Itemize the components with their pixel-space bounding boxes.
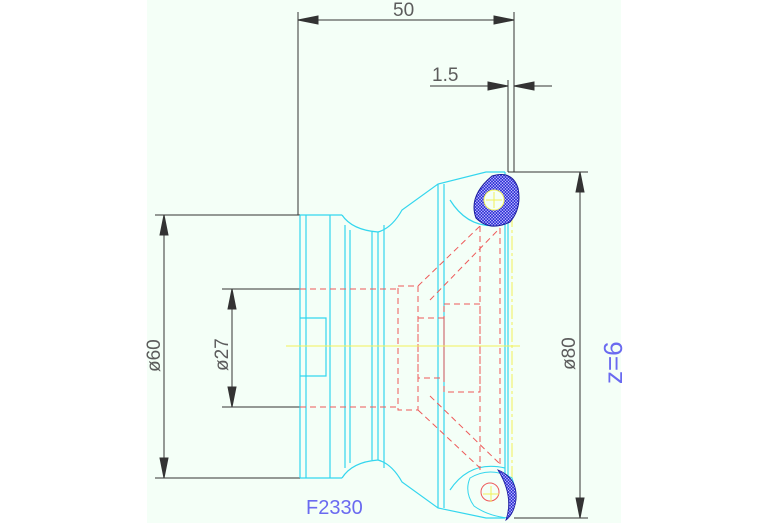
dimension-overall-length (297, 12, 515, 215)
dim-hub-label: ø60 (144, 339, 165, 372)
center-lines (286, 190, 520, 512)
insert-top (473, 174, 520, 227)
insert-bottom (467, 469, 517, 522)
dimension-bore-diameter (222, 288, 300, 408)
dimension-hub-diameter (155, 214, 300, 479)
dim-overall-length-label: 50 (393, 0, 414, 21)
dim-offset-label: 1.5 (432, 65, 458, 86)
dimension-offset (430, 80, 588, 173)
part-code-label: F2330 (306, 497, 363, 519)
dim-cutter-label: ø80 (559, 337, 580, 370)
dimension-cutter-diameter (514, 171, 588, 519)
dim-bore-label: ø27 (212, 338, 233, 371)
insert-count-label: z=6 (598, 341, 628, 384)
hidden-lines (300, 225, 501, 470)
